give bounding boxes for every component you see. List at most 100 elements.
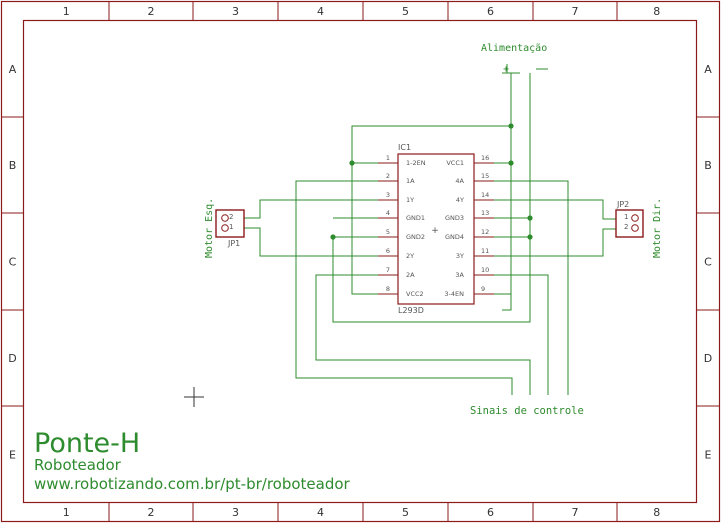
ic-pin-number: 7 [386, 266, 390, 274]
column-label-bottom: 5 [402, 506, 409, 519]
power-minus-label: - [537, 64, 543, 75]
ic-pin-number: 11 [481, 247, 489, 255]
signals-label: Sinais de controle [470, 405, 584, 417]
jp1-label: Motor Esq. [204, 198, 215, 258]
column-label-bottom: 7 [572, 506, 579, 519]
power-plus-label: + [503, 64, 509, 75]
ic-pin-name: 1Y [406, 196, 414, 204]
row-label-left: E [9, 448, 16, 461]
column-label-top: 6 [487, 5, 494, 18]
column-label-top: 1 [63, 5, 70, 18]
junction-dot [349, 160, 355, 166]
junction-dot [508, 160, 514, 166]
jp1-pin-label: 2 [229, 213, 233, 221]
row-label-left: B [9, 159, 17, 172]
ic-body [397, 153, 475, 305]
junction-dot [527, 215, 533, 221]
ic-pin-number: 4 [386, 209, 390, 217]
ic-pin-name: 2Y [406, 252, 414, 260]
ic-pin-name: GND2 [406, 233, 425, 241]
connector-body [615, 209, 644, 238]
title-block-url: www.robotizando.com.br/pt-br/roboteador [34, 475, 351, 493]
column-label-top: 7 [572, 5, 579, 18]
jp2-label: Motor Dir. [652, 198, 663, 258]
jp1-pin-label: 1 [229, 223, 233, 231]
connector-pin-icon [221, 224, 229, 232]
ic-pin-number: 14 [481, 191, 489, 199]
row-label-left: C [9, 256, 17, 269]
junctions [330, 123, 533, 240]
ic-pin-name: 1A [406, 177, 415, 185]
column-label-bottom: 3 [232, 506, 239, 519]
ic-pin-number: 8 [386, 285, 390, 293]
connector-pin-icon [631, 214, 639, 222]
column-label-top: 3 [232, 5, 239, 18]
ic-pin-number: 6 [386, 247, 390, 255]
jp2-pin-label: 2 [624, 223, 628, 231]
crosshair-cursor-icon [184, 387, 204, 407]
junction-dot [527, 234, 533, 240]
ic-pin-number: 9 [481, 285, 485, 293]
row-label-right: D [704, 352, 712, 365]
ic-pin-name: 2A [406, 271, 415, 279]
title-block-author: Roboteador [34, 456, 122, 474]
ic-pin-number: 5 [386, 228, 390, 236]
connector-pin-icon [221, 214, 229, 222]
ic-pin-number: 1 [386, 154, 390, 162]
junction-dot [508, 123, 514, 129]
ic-pin-name: 4Y [456, 196, 464, 204]
ic-pin-name: 3A [455, 271, 464, 279]
column-label-bottom: 1 [63, 506, 70, 519]
row-label-right: B [704, 159, 712, 172]
ic-pin-name: GND3 [445, 214, 464, 222]
ic-pin-name: 3-4EN [444, 290, 464, 298]
ic-pin-number: 10 [481, 266, 489, 274]
column-label-top: 5 [402, 5, 409, 18]
ic-pin-number: 3 [386, 191, 390, 199]
ic-ref: IC1 [398, 143, 411, 152]
ic-pin-name: GND1 [406, 214, 425, 222]
connector-pin-icon [631, 224, 639, 232]
jp2-ref: JP2 [616, 200, 629, 209]
connector-jp2[interactable]: 1 2 JP2 Motor Dir. [615, 198, 663, 258]
column-label-bottom: 2 [148, 506, 155, 519]
ic-center-mark: + [431, 226, 439, 236]
column-label-bottom: 6 [487, 506, 494, 519]
ic-pin-name: VCC1 [446, 159, 464, 167]
frame-inner [22, 19, 698, 504]
row-label-left: A [9, 63, 17, 76]
connector-body [215, 209, 245, 238]
row-label-right: C [704, 256, 712, 269]
junction-dot [330, 234, 336, 240]
ic-pin-number: 12 [481, 228, 489, 236]
column-label-top: 4 [317, 5, 324, 18]
ic-pin-name: 3Y [456, 252, 464, 260]
row-label-right: A [704, 63, 712, 76]
row-label-left: D [8, 352, 16, 365]
column-label-bottom: 4 [317, 506, 324, 519]
connector-jp1[interactable]: 2 1 JP1 Motor Esq. [204, 198, 245, 258]
title-block-title: Ponte-H [34, 428, 140, 459]
jp1-ref: JP1 [227, 239, 240, 248]
ic-pin-name: 4A [455, 177, 464, 185]
ic-part: L293D [398, 306, 424, 315]
column-label-top: 8 [653, 5, 660, 18]
ic-pin-number: 2 [386, 172, 390, 180]
ic-pin-number: 16 [481, 154, 489, 162]
wires [244, 64, 616, 395]
column-label-bottom: 8 [653, 506, 660, 519]
jp2-pin-label: 1 [624, 213, 628, 221]
column-label-top: 2 [148, 5, 155, 18]
ic-pin-number: 15 [481, 172, 489, 180]
ic-pin-name: GND4 [445, 233, 464, 241]
ic-pin-number: 13 [481, 209, 489, 217]
power-label: Alimentação [481, 43, 547, 54]
row-label-right: E [705, 448, 712, 461]
ic-pin-name: VCC2 [406, 290, 424, 298]
ic-pin-name: 1-2EN [406, 159, 426, 167]
